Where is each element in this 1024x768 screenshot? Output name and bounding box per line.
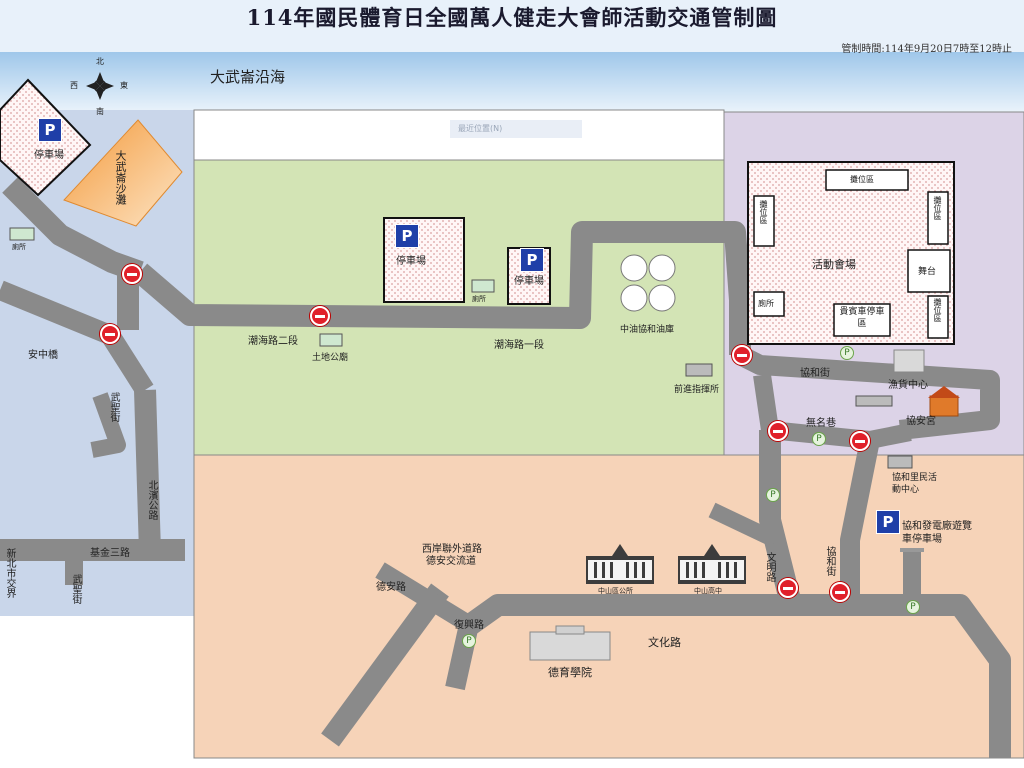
road-wusheng-2: 武聖街 [70, 574, 81, 604]
booth-right-label: 攤位區 [933, 196, 942, 220]
booth-bottom-right-label: 攤位區 [933, 298, 942, 322]
no-entry-sign [310, 306, 330, 326]
compass-south: 南 [96, 107, 104, 116]
compass-north: 北 [96, 57, 104, 66]
map-title: 114年國民體育日全國萬人健走大會師活動交通管制圖 [246, 5, 778, 30]
fish-center-label: 漁貨中心 [888, 380, 928, 391]
beach-area [63, 119, 183, 227]
district-office-label: 中山區公所 [598, 587, 633, 595]
road-wusheng: 武聖街 [108, 392, 119, 422]
road-west-coast: 西岸聯外道路 [422, 544, 482, 555]
police-post-sign: P [812, 432, 826, 446]
tudi-temple-label: 土地公廟 [312, 353, 349, 363]
no-entry-sign [122, 264, 142, 284]
parking-icon-nw: P [38, 118, 62, 142]
parking-nw-label: 停車場 [34, 150, 64, 161]
parking-icon-mid: P [395, 224, 419, 248]
control-time: 管制時間:114年9月20日7時至12時止 [841, 44, 1012, 55]
sea-area [0, 52, 1024, 112]
road-wuming-lane: 無名巷 [806, 418, 836, 429]
community-center-label: 協和里民活動中心 [892, 473, 938, 495]
parking-mid-label: 停車場 [396, 256, 426, 267]
front-command-label: 前進指揮所 [674, 385, 720, 395]
road-chaohai-2: 潮海路二段 [248, 336, 298, 347]
beach-label: 大武崙沙灘 [114, 150, 127, 205]
xinbei-border-label: 新北市交界 [4, 548, 15, 598]
road-dean-interchange: 德安交流道 [426, 556, 476, 567]
compass-west: 西 [70, 81, 78, 90]
deyu-college-label: 德育學院 [548, 666, 592, 679]
road-xiehe-st-vertical: 協和街 [824, 546, 835, 576]
no-entry-sign [768, 421, 788, 441]
road-dean: 德安路 [376, 582, 406, 593]
parking-icon-small: P [520, 248, 544, 272]
parking-small-label: 停車場 [514, 276, 544, 287]
oil-depot-label: 中油協和油庫 [620, 325, 675, 335]
oil-tanks [620, 254, 676, 312]
nearest-location-hint: 最近位置(N) [450, 120, 582, 138]
road-wenhua: 文化路 [648, 636, 681, 649]
no-entry-sign [100, 324, 120, 344]
compass-east: 東 [120, 81, 128, 90]
parking-icon-power: P [876, 510, 900, 534]
no-entry-sign [830, 582, 850, 602]
no-entry-sign [850, 431, 870, 451]
police-post-sign: P [840, 346, 854, 360]
booth-top-label: 攤位區 [850, 175, 874, 184]
road-wenming: 文明路 [764, 552, 775, 582]
toilet-mid-label: 廁所 [472, 295, 486, 303]
road-beibin: 北濱公路 [146, 480, 157, 520]
road-chaohai-1: 潮海路一段 [494, 340, 544, 351]
power-parking-label: 協和發電廠遊覽車停車場 [902, 521, 972, 545]
stage-label: 舞台 [918, 267, 937, 277]
sea-label: 大武崙沿海 [210, 68, 286, 86]
anzhong-bridge-label: 安中橋 [28, 350, 58, 361]
compass-rose [86, 72, 114, 100]
no-entry-sign [732, 345, 752, 365]
building-icons [9, 227, 960, 661]
venue-toilet-label: 廁所 [758, 299, 774, 308]
school-label: 中山高中 [694, 587, 722, 595]
road-xiehe-st: 協和街 [800, 368, 830, 379]
police-post-sign: P [906, 600, 920, 614]
toilet-west-label: 廁所 [12, 243, 26, 251]
police-post-sign: P [462, 634, 476, 648]
no-entry-sign [778, 578, 798, 598]
vip-parking-label: 貴賓車停車區 [839, 307, 885, 329]
police-post-sign: P [766, 488, 780, 502]
booth-left-label: 攤位區 [759, 200, 768, 224]
road-jijin-3: 基金三路 [90, 548, 130, 559]
venue-label: 活動會場 [812, 258, 856, 271]
xiean-temple-label: 協安宮 [906, 416, 936, 427]
road-network [0, 177, 1011, 758]
road-fuxing: 復興路 [454, 620, 484, 631]
